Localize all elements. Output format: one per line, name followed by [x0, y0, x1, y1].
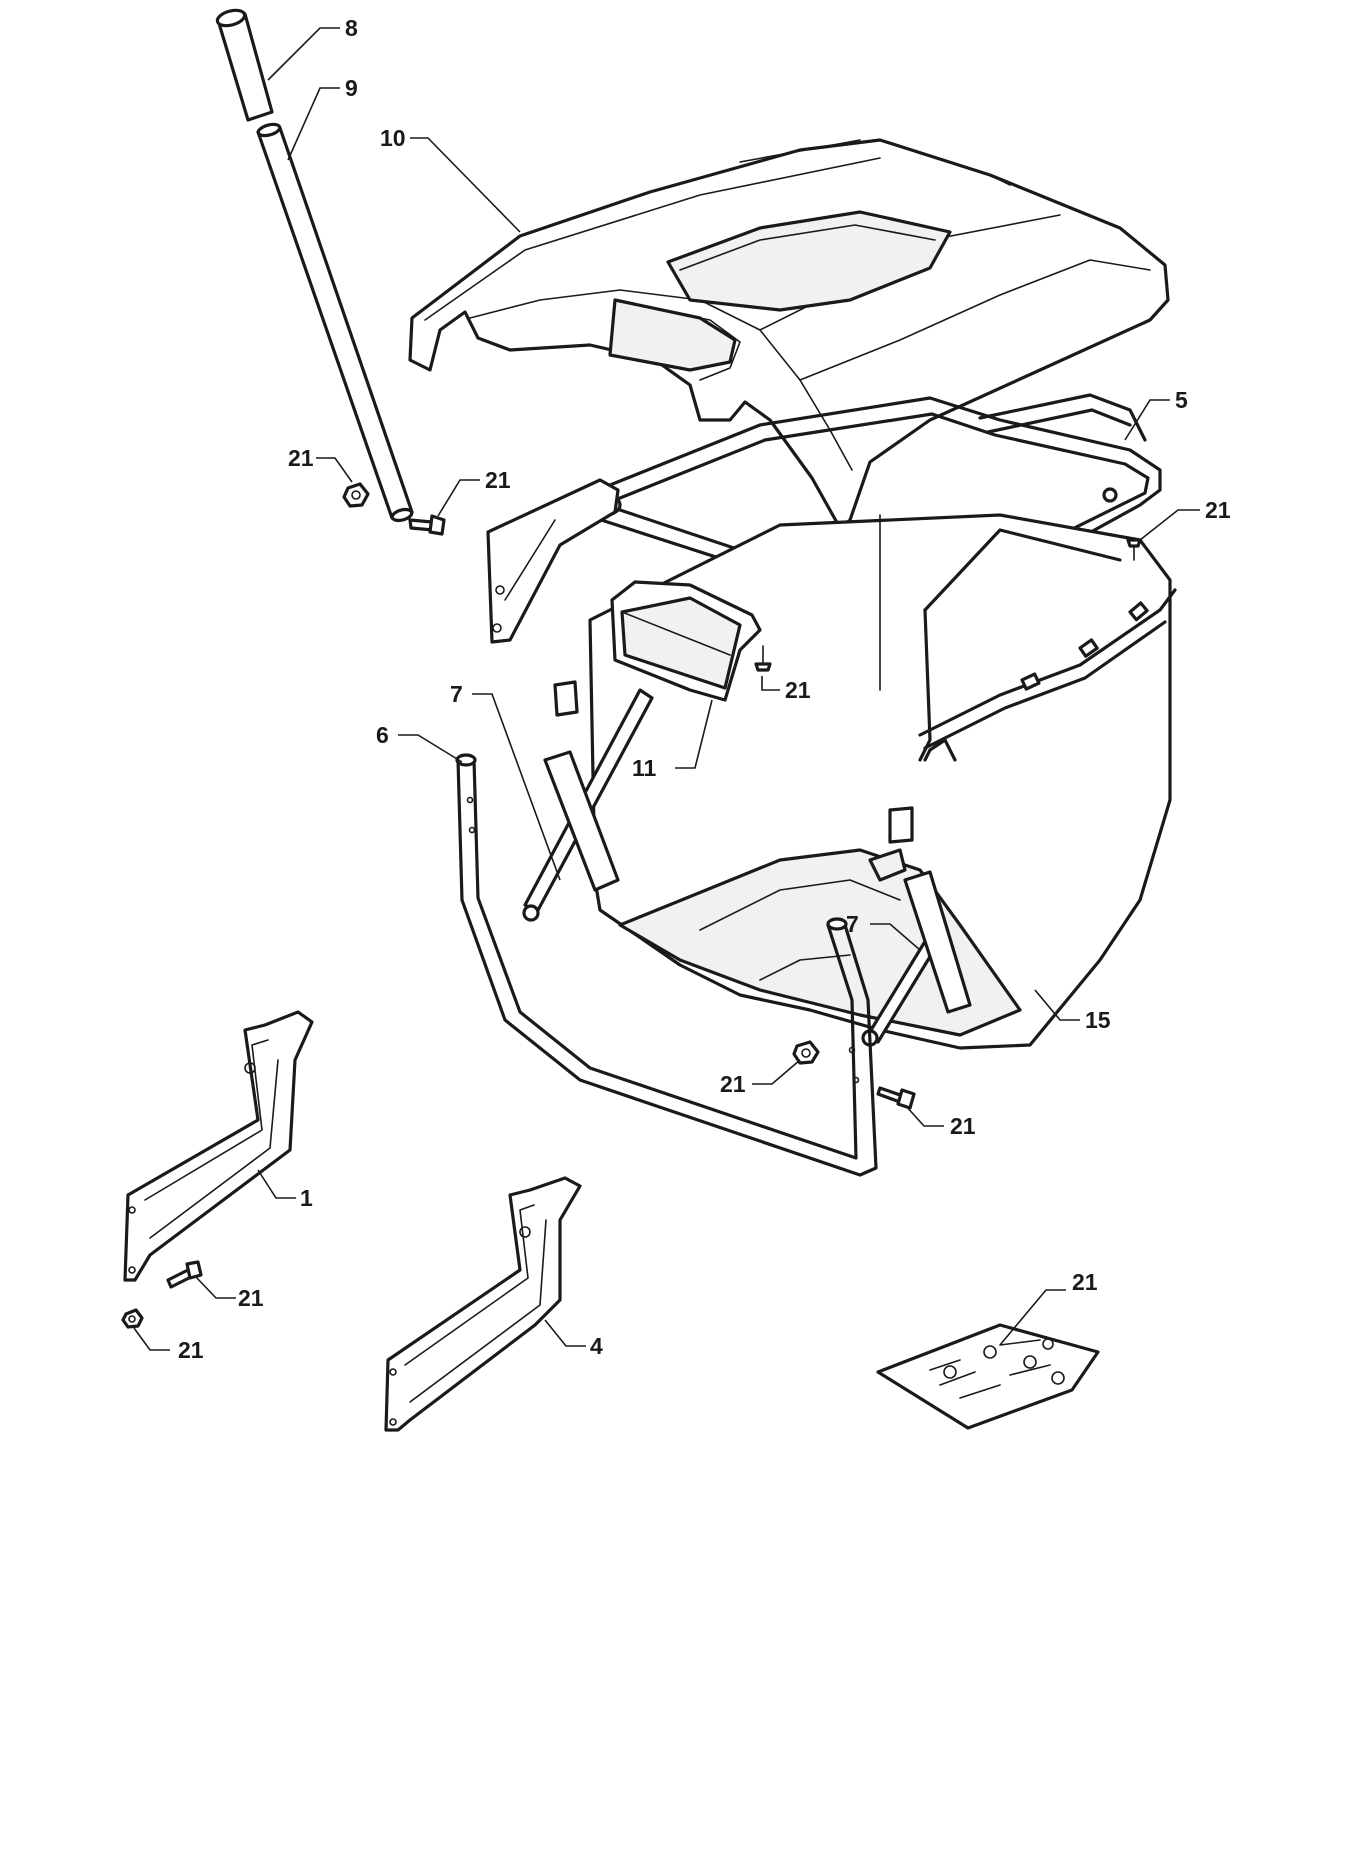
- part-21-nut-bracket: [121, 1308, 144, 1329]
- callout-1: 1: [300, 1185, 313, 1211]
- callout-6: 6: [376, 722, 389, 748]
- callout-21-kit: 21: [1072, 1269, 1098, 1295]
- callout-21-nut-bracket: 21: [178, 1337, 204, 1363]
- callout-21-bolt-mid: 21: [950, 1113, 976, 1139]
- part-8-handle-grip: [215, 8, 274, 122]
- callout-21-bolt-left: 21: [485, 467, 511, 493]
- part-21-bolt-bracket: [166, 1260, 203, 1289]
- callout-7-right: 7: [846, 911, 859, 937]
- part-21-nut-left: [342, 482, 370, 508]
- callout-9: 9: [345, 75, 358, 101]
- part-21-bolt-left: [408, 514, 446, 536]
- callout-10: 10: [380, 125, 406, 151]
- part-7-strut-left: [522, 680, 654, 922]
- part-7-strut-right: [861, 806, 972, 1047]
- part-21-screw-right: [1126, 538, 1142, 561]
- part-21-screw-chute: [754, 645, 772, 672]
- callout-21-nut-left: 21: [288, 445, 314, 471]
- leader-lines: [133, 27, 1200, 1351]
- callout-21-nut-mid: 21: [720, 1071, 746, 1097]
- part-4-bracket: [384, 1176, 582, 1432]
- callout-11: 11: [632, 755, 657, 781]
- callout-21-screw-chute: 21: [785, 677, 811, 703]
- frame-left-side-plate: [486, 478, 620, 644]
- part-11-chute: [610, 580, 762, 702]
- callout-labels: 8 9 10 5 21 21 21 21 7 6 11 7 15 21 21 1…: [178, 15, 1231, 1363]
- part-10-lid: [408, 138, 1170, 530]
- callout-8: 8: [345, 15, 358, 41]
- callout-15: 15: [1085, 1007, 1111, 1033]
- callout-7-left: 7: [450, 681, 463, 707]
- part-21-bolt-mid: [876, 1086, 916, 1110]
- part-1-bracket: [123, 1010, 314, 1282]
- part-21-hardware-kit-bag: [876, 1323, 1100, 1430]
- part-9-handle-tube: [256, 122, 414, 523]
- callout-21-bolt-bracket: 21: [238, 1285, 264, 1311]
- part-21-nut-mid: [792, 1040, 820, 1065]
- callout-21-screw-right: 21: [1205, 497, 1231, 523]
- callout-4: 4: [590, 1333, 603, 1359]
- callout-5: 5: [1175, 387, 1188, 413]
